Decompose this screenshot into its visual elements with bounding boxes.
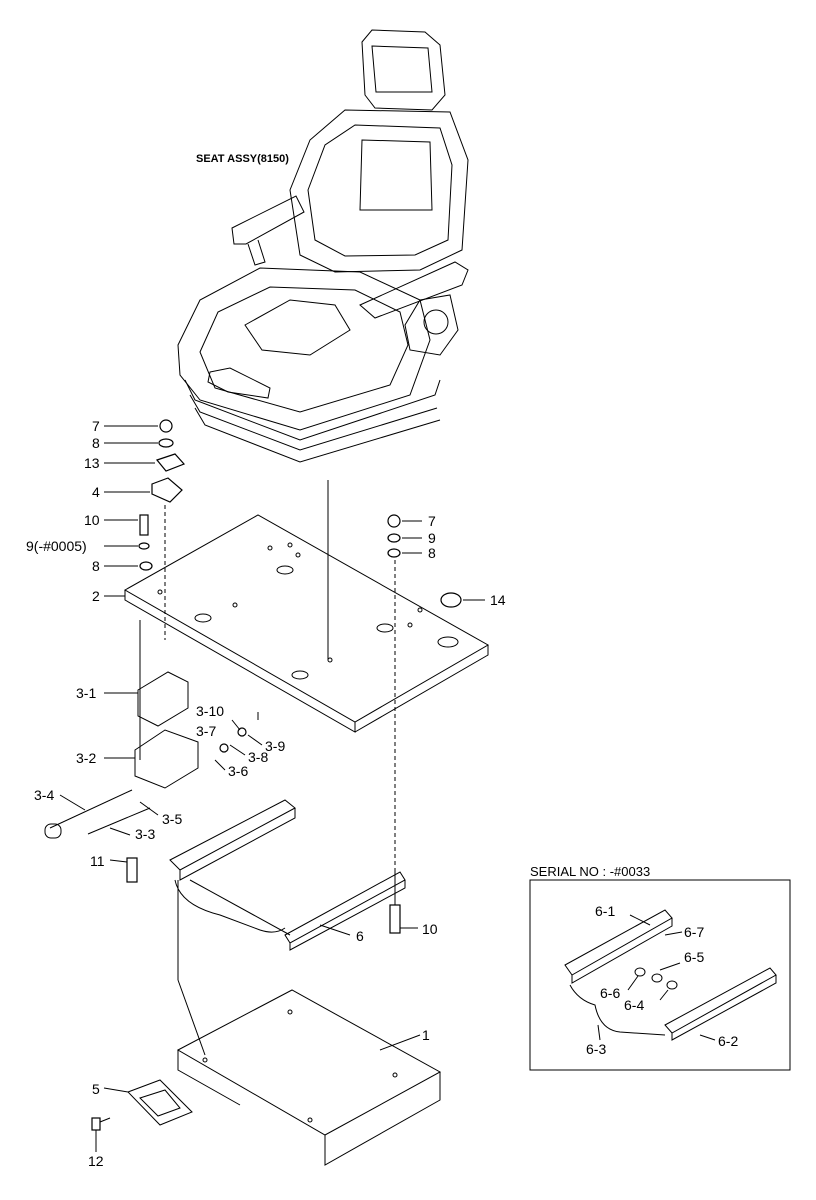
serial-inset: SERIAL NO : -#0033 6-1 6-7 6-5 6-6 6-4 6… xyxy=(529,864,791,1071)
assembly-lines xyxy=(139,480,396,1056)
label-leaders xyxy=(59,425,485,1152)
label-3-9: 3-9 xyxy=(265,738,285,754)
bracket-parts xyxy=(44,671,199,839)
seat-slide-rails xyxy=(169,799,406,951)
inset-label-6-3: 6-3 xyxy=(586,1041,606,1057)
label-8c: 8 xyxy=(428,545,436,561)
label-3-4: 3-4 xyxy=(34,787,54,803)
label-7: 7 xyxy=(92,418,100,434)
inset-leaders xyxy=(597,914,716,1041)
part-labels: 7 8 13 4 10 9(-#0005) 8 2 7 9 8 14 3-1 3… xyxy=(26,418,506,1169)
label-10b: 10 xyxy=(422,921,438,937)
label-3-10: 3-10 xyxy=(196,703,224,719)
label-13: 13 xyxy=(84,455,100,471)
inset-label-6-5: 6-5 xyxy=(684,949,704,965)
inset-rails xyxy=(564,909,777,1041)
label-6: 6 xyxy=(356,928,364,944)
label-8b: 8 xyxy=(92,558,100,574)
inset-label-6-2: 6-2 xyxy=(718,1033,738,1049)
inset-label-6-1: 6-1 xyxy=(595,903,615,919)
seat-drawing xyxy=(177,29,469,463)
label-5: 5 xyxy=(92,1081,100,1097)
label-9b: 9 xyxy=(428,530,436,546)
label-3-6: 3-6 xyxy=(228,763,248,779)
base-frame xyxy=(176,989,442,1166)
label-10: 10 xyxy=(84,512,100,528)
label-2: 2 xyxy=(92,588,100,604)
hardware xyxy=(91,419,462,1131)
label-1: 1 xyxy=(422,1027,430,1043)
label-3-2: 3-2 xyxy=(76,750,96,766)
label-3-5: 3-5 xyxy=(162,811,182,827)
label-8: 8 xyxy=(92,435,100,451)
label-12: 12 xyxy=(88,1153,104,1169)
label-3-3: 3-3 xyxy=(135,826,155,842)
label-3-1: 3-1 xyxy=(76,685,96,701)
inset-label-6-7: 6-7 xyxy=(684,924,704,940)
seat-title: SEAT ASSY(8150) xyxy=(196,153,289,165)
seat-plate xyxy=(123,514,490,733)
label-4: 4 xyxy=(92,484,100,500)
label-9-serial: 9(-#0005) xyxy=(26,538,87,554)
label-3-7: 3-7 xyxy=(196,723,216,739)
label-7b: 7 xyxy=(428,513,436,529)
label-3-8: 3-8 xyxy=(248,749,268,765)
inset-label-6-6: 6-6 xyxy=(600,985,620,1001)
label-11: 11 xyxy=(90,853,105,869)
inset-serial-label: SERIAL NO : -#0033 xyxy=(530,864,650,879)
label-14: 14 xyxy=(490,592,506,608)
inset-label-6-4: 6-4 xyxy=(624,997,644,1013)
cover-plate xyxy=(94,1079,193,1126)
